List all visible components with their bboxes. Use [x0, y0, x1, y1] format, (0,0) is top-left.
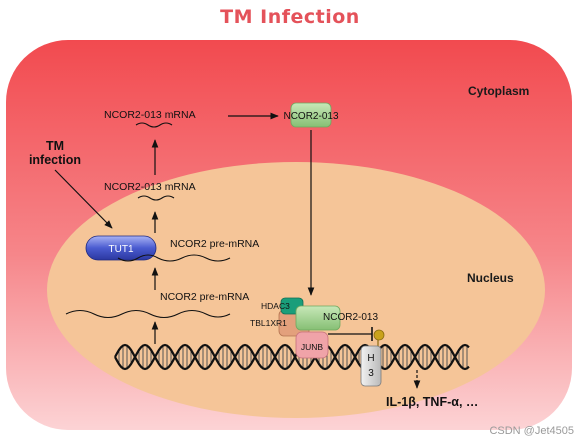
nucleus — [47, 162, 545, 418]
stimulus-label-line2: infection — [29, 153, 81, 167]
pre-mrna-bottom-strand — [65, 309, 231, 319]
watermark: CSDN @Jet4505 — [489, 425, 574, 437]
nucleus-label: Nucleus — [467, 271, 514, 285]
cytoplasm-label: Cytoplasm — [468, 84, 529, 98]
junb-protein — [295, 331, 329, 359]
stimulus-arrow — [54, 169, 113, 229]
tbl1xr1-label: TBL1XR1 — [250, 318, 287, 328]
acetyl-mark — [373, 329, 385, 341]
pre-mrna-top-strand — [117, 254, 231, 262]
protein-nuc-label: NCOR2-013 — [323, 312, 378, 323]
junb-label: JUNB — [301, 342, 324, 352]
figure-title: TM Infection — [220, 6, 360, 28]
mrna-nuc-label: NCOR2-013 mRNA — [104, 181, 196, 193]
pre-mrna-top-label: NCOR2 pre-mRNA — [170, 238, 259, 250]
hdac3-label: HDAC3 — [261, 301, 290, 311]
mrna-cyto-label: NCOR2-013 mRNA — [104, 109, 196, 121]
dna-strand-b — [114, 343, 470, 371]
mrna-cyto-strand — [135, 122, 173, 128]
cytokine-output-label: IL-1β, TNF-α, … — [386, 395, 478, 409]
h3-label-line1: H — [367, 353, 374, 364]
mrna-nuc-strand — [137, 195, 175, 201]
stimulus-label-line1: TM — [46, 139, 64, 153]
ncor2-013-protein-cyto — [290, 102, 332, 128]
ncor2-013-protein-nuc — [295, 305, 341, 331]
h3-label-line2: 3 — [368, 368, 374, 379]
protein-cyto-label: NCOR2-013 — [283, 111, 338, 122]
histone-h3 — [360, 345, 382, 387]
tut1-label: TUT1 — [109, 244, 134, 255]
pre-mrna-bottom-label: NCOR2 pre-mRNA — [160, 291, 249, 303]
dna-strand-a — [114, 343, 470, 371]
